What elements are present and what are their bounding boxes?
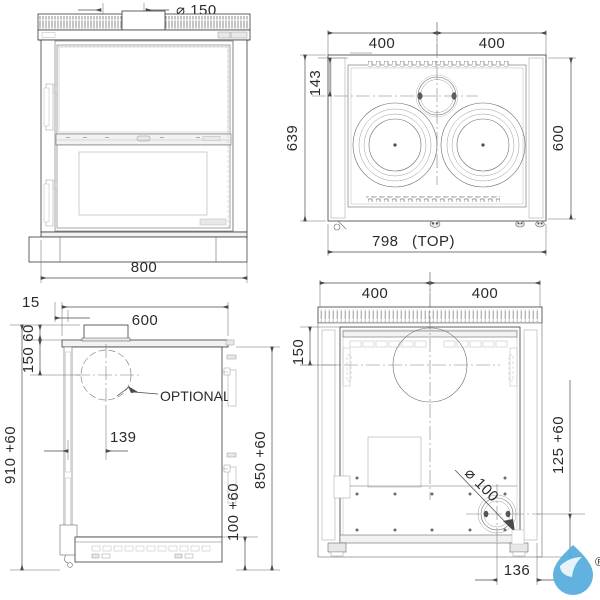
side-body-height-label: 850 +60 [252, 431, 269, 489]
side-topplate-dimension: 600 [61, 302, 229, 336]
side-flue-offset-dimension: 139 [44, 406, 137, 460]
side-overhang-label: 15 [22, 294, 40, 311]
front-brand-plate [199, 218, 227, 226]
rear-vent-row [349, 340, 508, 348]
rear-flue-height-dimension: 150 [290, 326, 340, 366]
top-depth-label: 639 [284, 125, 301, 152]
side-flue-height-dimension: 150 [20, 339, 80, 376]
side-plinth-grille [91, 545, 211, 559]
side-overhang-dimension: 15 [22, 294, 90, 322]
top-right-half-label: 400 [479, 35, 506, 52]
top-casters [333, 220, 545, 231]
top-right-rail [528, 57, 544, 219]
rear-outlet-opening [466, 484, 540, 545]
side-plinth-height-dimension: 100 +60 [222, 483, 258, 571]
front-lower-door [56, 144, 231, 229]
rear-access-panel [367, 436, 422, 488]
oven-glass [78, 151, 208, 216]
rear-flue-height-label: 150 [290, 339, 307, 366]
side-optional-leader: OPTIONAL [116, 386, 231, 404]
front-upper-door [56, 44, 231, 135]
rear-outlet-offset-label: 136 [504, 562, 531, 579]
top-width-dimensions: 400 400 [327, 22, 547, 62]
rear-outlet-offset-dimension: 136 [475, 543, 556, 585]
top-right-hotplate [440, 102, 526, 188]
top-right-depth-label: 600 [550, 125, 567, 152]
side-right-handles [222, 354, 237, 504]
view-side: 15 600 [2, 294, 280, 571]
rear-feet [327, 475, 529, 557]
top-right-depth-dimension: 600 [548, 57, 576, 220]
view-rear: 400 400 [290, 272, 585, 585]
side-optional-label: OPTIONAL [160, 388, 231, 404]
top-rear-vent-strip [366, 61, 510, 67]
registered-mark: ® [595, 554, 600, 569]
side-flue-collar [83, 324, 129, 340]
side-overall-height-dimension: 910 +60 [2, 324, 60, 571]
top-offset-dimension: 143 [307, 57, 348, 97]
side-optional-flue-circle [76, 344, 140, 406]
top-left-half-label: 400 [369, 35, 396, 52]
front-right-edge-detail [227, 41, 234, 231]
rear-outlet-height-label: 125 +60 [550, 416, 567, 474]
view-front: ⌀ 150 [28, 2, 251, 283]
top-width-caption-dimension: 798 (TOP) [327, 224, 547, 256]
rear-width-dimensions: 400 400 [319, 272, 541, 312]
side-body-outline [63, 346, 223, 538]
side-topplate-label: 600 [132, 312, 159, 329]
rear-right-half-label: 400 [472, 285, 499, 302]
top-front-vent-strip [366, 196, 500, 202]
top-view-caption: (TOP) [412, 233, 455, 250]
rear-left-rail [321, 329, 336, 541]
front-left-hinges [43, 83, 58, 227]
front-top-louver-strip [37, 10, 251, 31]
water-drop-logo: ® [553, 545, 600, 595]
side-overall-height-label: 910 +60 [2, 426, 19, 484]
front-fascia [37, 29, 251, 41]
flue-collar [121, 10, 166, 31]
side-flue-offset-label: 139 [110, 429, 137, 446]
view-top: 400 400 [284, 22, 576, 256]
side-plinth [59, 524, 223, 568]
side-flue-height-label: 150 [20, 347, 37, 374]
rear-right-rail [523, 329, 538, 541]
side-top-height-label: 60 [20, 324, 37, 342]
top-width-caption: 798 [372, 233, 399, 250]
side-plinth-height-label: 100 +60 [225, 483, 242, 541]
side-body-height-dimension: 850 +60 [236, 346, 280, 571]
rear-left-half-label: 400 [362, 285, 389, 302]
front-plinth [28, 231, 248, 263]
front-width-dimension: 800 [40, 240, 248, 283]
top-offset-label: 143 [307, 70, 324, 97]
front-width-label: 800 [131, 259, 158, 276]
top-depth-dimension: 639 [284, 54, 326, 222]
front-middle-rail [55, 133, 232, 146]
